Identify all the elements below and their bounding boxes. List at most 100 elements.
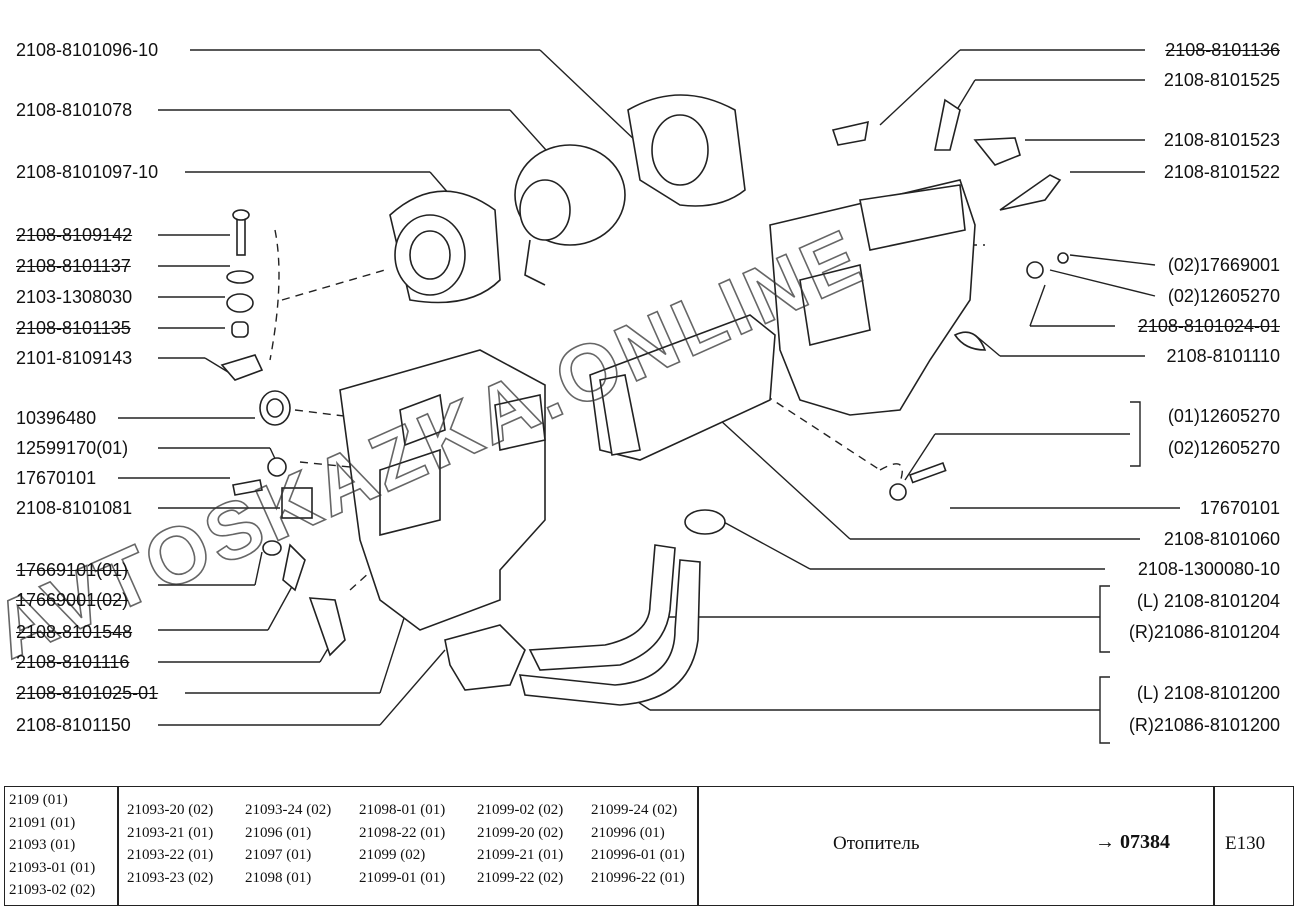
hose-clamp bbox=[684, 509, 726, 535]
part-label: 2108-8101078 bbox=[16, 100, 133, 120]
part-label: 2108-8101136 bbox=[1165, 40, 1280, 60]
screw-right bbox=[908, 462, 947, 484]
screw bbox=[236, 214, 246, 256]
heater-core bbox=[589, 314, 776, 461]
footer-table: 2109 (01)21091 (01)21093 (01)21093-01 (0… bbox=[4, 786, 1294, 906]
part-label: (02)12605270 bbox=[1167, 286, 1280, 306]
part-label: 2108-8101097-10 bbox=[16, 162, 159, 182]
model-column: 2109 (01)21091 (01)21093 (01)21093-01 (0… bbox=[9, 789, 95, 902]
divider bbox=[117, 787, 119, 905]
part-label: 2108-1300080-10 bbox=[1137, 559, 1280, 579]
part-label: 2103-1308030 bbox=[16, 287, 133, 307]
divider bbox=[697, 787, 699, 905]
washer-bottom bbox=[889, 483, 907, 501]
model-entry: 21093-24 (02) bbox=[245, 802, 332, 818]
model-entry: 21097 (01) bbox=[245, 847, 312, 864]
part-label: 2108-8101096-10 bbox=[16, 40, 159, 60]
part-label: (R)21086-8101204 bbox=[1128, 622, 1280, 642]
model-entry: 210996-01 (01) bbox=[591, 847, 685, 864]
reference: → 07384 bbox=[1095, 831, 1170, 854]
model-entry: 21099-01 (01) bbox=[359, 869, 446, 886]
model-entry: 21093-02 (02) bbox=[9, 882, 96, 899]
arrow-icon: → bbox=[1095, 831, 1115, 853]
part-label: 17670101 bbox=[16, 468, 97, 488]
part-label: 2108-8101523 bbox=[1163, 130, 1280, 150]
fan-motor bbox=[519, 179, 571, 241]
part-label: 12599170(01) bbox=[16, 438, 129, 458]
model-entry: 21099-20 (02) bbox=[477, 824, 564, 841]
hose-lower bbox=[518, 559, 701, 706]
part-label: (02)17669001 bbox=[1167, 255, 1280, 275]
part-label: 2108-8101081 bbox=[16, 498, 133, 518]
part-label: (R)21086-8101200 bbox=[1128, 715, 1280, 735]
link bbox=[999, 174, 1062, 211]
part-label: (01)12605270 bbox=[1167, 406, 1280, 426]
lever bbox=[308, 597, 346, 657]
part-label: 2108-8101116 bbox=[16, 652, 130, 672]
part-label: (L) 2108-8101200 bbox=[1136, 683, 1280, 703]
model-entry: 21099 (02) bbox=[359, 847, 426, 864]
shaft bbox=[973, 137, 1021, 166]
heater-case bbox=[339, 349, 546, 631]
model-entry: 21093 (01) bbox=[9, 837, 76, 854]
grommet bbox=[226, 293, 254, 313]
model-column: 21099-02 (02) 21099-20 (02) 21099-21 (01) 2… bbox=[477, 799, 563, 889]
part-label: 10396480 bbox=[16, 408, 97, 428]
page-code: E130 bbox=[1225, 833, 1266, 854]
part-label: 2108-8101150 bbox=[16, 715, 131, 735]
nut bbox=[267, 457, 287, 477]
spring-clip bbox=[282, 543, 306, 592]
washer-right bbox=[1026, 261, 1044, 279]
model-entry: 21099-21 (01) bbox=[477, 847, 564, 864]
part-label: (02)12605270 bbox=[1167, 438, 1280, 458]
heater-exploded-diagram bbox=[118, 49, 1180, 744]
model-entry: 21093-22 (01) bbox=[127, 847, 214, 864]
blower-housing-opening bbox=[651, 114, 709, 186]
part-label: 2101-8109143 bbox=[16, 348, 133, 368]
resistor bbox=[281, 487, 313, 519]
reference-number: 07384 bbox=[1120, 831, 1170, 853]
model-entry: 21099-24 (02) bbox=[591, 802, 678, 818]
part-label: 2108-8101025-01 bbox=[16, 683, 159, 703]
part-label: 17670101 bbox=[1199, 498, 1280, 518]
model-entry: 21093-21 (01) bbox=[127, 824, 214, 841]
part-label: 2108-8101024-01 bbox=[1137, 316, 1280, 336]
model-entry: 21093-23 (02) bbox=[127, 869, 214, 886]
part-label: 2108-8109142 bbox=[16, 225, 133, 245]
components bbox=[220, 94, 1069, 706]
model-entry: 21099-02 (02) bbox=[477, 802, 564, 818]
model-column: 21099-24 (02) 210996 (01) 210996-01 (01) 21… bbox=[591, 799, 685, 889]
heater-valve bbox=[444, 624, 526, 691]
model-entry: 21098-22 (01) bbox=[359, 824, 446, 841]
part-label: 2108-8101135 bbox=[16, 318, 131, 338]
divider bbox=[1213, 787, 1215, 905]
part-label: 2108-8101060 bbox=[1163, 529, 1280, 549]
clip bbox=[953, 331, 987, 351]
model-entry: 21093-20 (02) bbox=[127, 802, 214, 818]
hose-upper bbox=[528, 544, 676, 671]
model-entry: 21098-01 (01) bbox=[359, 802, 446, 818]
model-entry: 21093-01 (01) bbox=[9, 859, 96, 876]
model-column: 21093-20 (02) 21093-21 (01) 21093-22 (01) 2… bbox=[127, 799, 213, 889]
model-entry: 210996 (01) bbox=[591, 824, 665, 841]
washer bbox=[226, 270, 254, 284]
bushing bbox=[231, 321, 249, 338]
model-entry: 21099-22 (02) bbox=[477, 869, 564, 886]
model-entry: 210996-22 (01) bbox=[591, 869, 685, 886]
part-label: 17669101(01) bbox=[16, 560, 129, 580]
lever-right bbox=[934, 98, 961, 151]
part-label: 2108-8101137 bbox=[16, 256, 131, 276]
bracket bbox=[220, 354, 264, 381]
model-column: 21093-24 (02) 21096 (01) 21097 (01) 21098 (… bbox=[245, 799, 331, 889]
model-column: 21098-01 (01) 21098-22 (01) 21099 (02) 2109… bbox=[359, 799, 445, 889]
model-entry: 21096 (01) bbox=[245, 824, 312, 841]
part-label: 2108-8101110 bbox=[1166, 346, 1280, 366]
part-label: 17669001(02) bbox=[16, 590, 129, 610]
model-entry: 21098 (01) bbox=[245, 869, 312, 886]
page-title: Отопитель bbox=[833, 833, 920, 854]
cap bbox=[831, 120, 869, 146]
part-label: 2108-8101522 bbox=[1163, 162, 1280, 182]
model-entry: 21091 (01) bbox=[9, 814, 76, 831]
part-label: 2108-8101548 bbox=[16, 622, 133, 642]
part-label: 2108-8101525 bbox=[1163, 70, 1280, 90]
